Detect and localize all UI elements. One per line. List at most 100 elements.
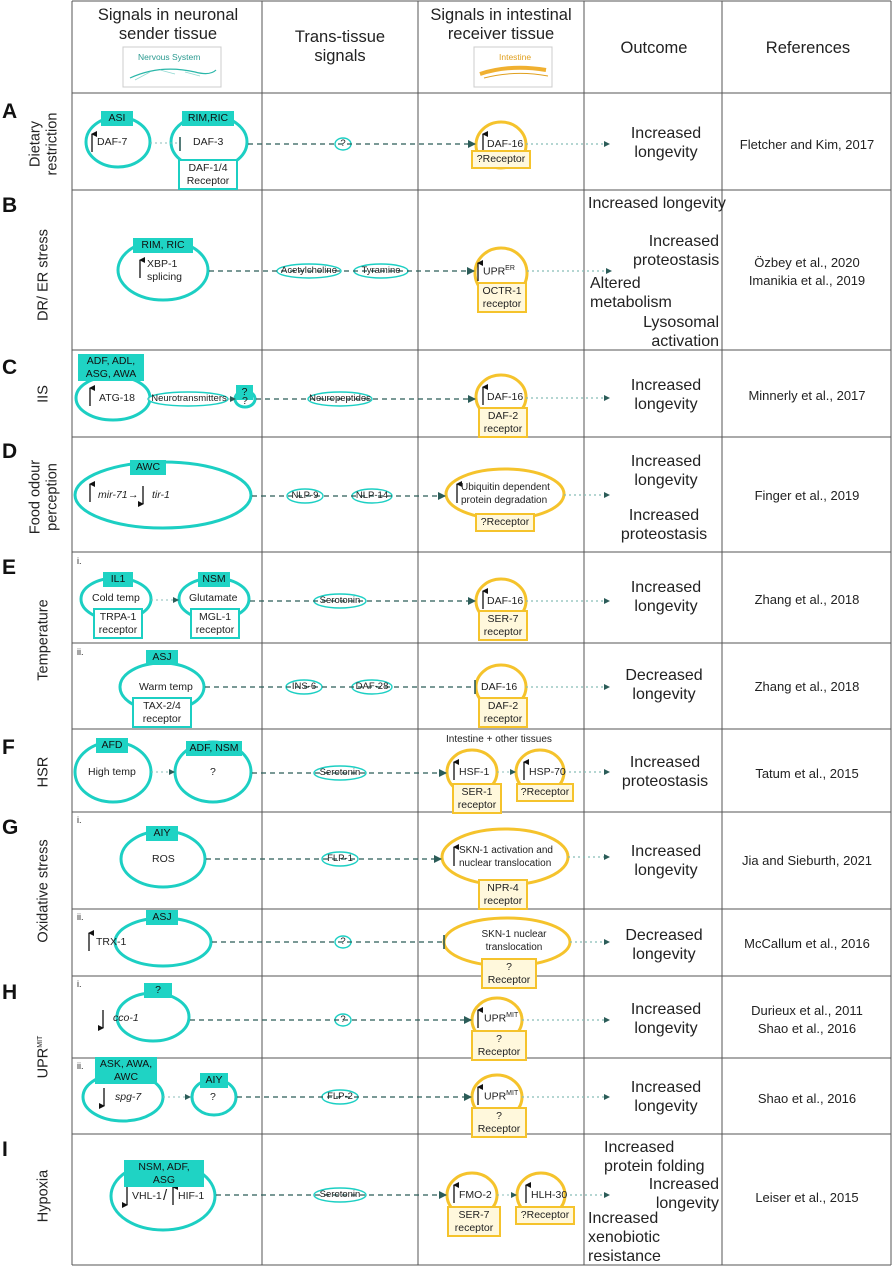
signal-label: DAF-3 xyxy=(193,136,224,148)
intestine-icon xyxy=(473,46,553,88)
signal-label: High temp xyxy=(88,766,136,778)
category-iis: IIS xyxy=(35,385,52,403)
intestinal-receptor-box: DAF-2 receptor xyxy=(478,697,528,729)
signal-label: ROS xyxy=(152,853,175,865)
intestinal-receptor-box: ?Receptor xyxy=(515,1206,575,1225)
signal-label: tir-1 xyxy=(152,489,170,501)
outcome-text: Increased longevity xyxy=(630,377,702,414)
trans-signal: DAF-28 xyxy=(355,681,389,692)
neuron-label: NSM, ADF, ASG xyxy=(124,1160,204,1188)
subrow-tag: i. xyxy=(77,556,82,566)
signal-label: XBP-1 splicing xyxy=(147,258,183,284)
reference: Minnerly et al., 2017 xyxy=(748,388,866,403)
target-label: HSP-70 xyxy=(529,766,566,778)
trans-signal: Acetylcholine xyxy=(281,265,337,276)
neuron-label: ADF, NSM xyxy=(186,741,242,756)
subrow-tag: ii. xyxy=(77,1061,84,1071)
trans-signal: FLP-1 xyxy=(327,853,353,864)
nervous-system-icon xyxy=(122,46,222,88)
target-label: DAF-16 xyxy=(481,681,518,693)
outcome-text: Increased longevity xyxy=(630,453,702,490)
trans-signal: NLP-9 xyxy=(291,490,319,501)
tissue-note: Intestine + other tissues xyxy=(446,734,552,745)
target-label: HLH-30 xyxy=(531,1189,568,1201)
trans-signal: ? xyxy=(340,1014,346,1025)
section-letter-i: I xyxy=(2,1138,8,1161)
trans-signal: Serotonin xyxy=(319,595,361,606)
trans-signal: FLP-2 xyxy=(327,1091,353,1102)
neuron-label: AFD xyxy=(96,738,128,753)
category-food-odour: Food odour perception xyxy=(27,459,60,535)
outcome-text: Increased protein folding xyxy=(604,1139,705,1176)
category-hypoxia: Hypoxia xyxy=(35,1169,52,1223)
intestinal-receptor-box: ?Receptor xyxy=(471,1030,527,1062)
header-references: References xyxy=(765,39,851,57)
target-label: FMO-2 xyxy=(459,1189,492,1201)
intestinal-receptor-box: ?Receptor xyxy=(475,513,535,532)
signal-label: ? xyxy=(210,1091,216,1103)
intestine-icon-label: Intestine xyxy=(499,52,532,62)
trans-signal: NLP-14 xyxy=(355,490,389,501)
target-label: SKN-1 activation and nuclear translocati… xyxy=(459,845,553,869)
signal-label: ? xyxy=(242,395,248,407)
target-label: DAF-16 xyxy=(487,138,524,150)
reference: Leiser et al., 2015 xyxy=(755,1190,859,1205)
neuron-label: AWC xyxy=(130,460,166,475)
category-temperature: Temperature xyxy=(35,599,52,681)
reference: Jia and Sieburth, 2021 xyxy=(741,853,873,868)
reference: Zhang et al., 2018 xyxy=(754,679,860,694)
trans-signal: INS-6 xyxy=(291,681,317,692)
target-label: UPRMIT xyxy=(484,1012,519,1025)
target-label: Ubiquitin dependent protein degradation xyxy=(461,482,550,506)
target-label: HSF-1 xyxy=(459,766,490,778)
target-label: UPRER xyxy=(483,265,515,278)
category-upr-mit: UPRMIT xyxy=(35,1035,52,1079)
outcome-text: Decreased longevity xyxy=(625,927,703,964)
intestinal-receptor-box: ?Receptor xyxy=(471,150,531,169)
neuron-label: ADF, ADL, ASG, AWA xyxy=(78,354,144,382)
outcome-text: Increased longevity xyxy=(630,843,702,880)
outcome-text: Increased xenobiotic resistance xyxy=(588,1210,661,1266)
outcome-text: Increased proteostasis xyxy=(620,507,708,544)
neuron-label: ? xyxy=(144,983,172,998)
subrow-tag: i. xyxy=(77,815,82,825)
section-letter-f: F xyxy=(2,736,15,759)
intestinal-receptor-box: DAF-2 receptor xyxy=(478,407,528,439)
intestinal-receptor-box: NPR-4 receptor xyxy=(478,879,528,911)
category-oxidative-stress: Oxidative stress xyxy=(35,839,52,943)
outcome-text: Increased longevity xyxy=(648,1176,719,1213)
neuron-label: IL1 xyxy=(103,572,133,587)
neuron-label: ASJ xyxy=(146,650,178,665)
signal-label: Cold temp xyxy=(92,592,140,604)
trans-signal: Tyramine xyxy=(361,265,401,276)
neuron-receptor-box: MGL-1 receptor xyxy=(190,608,240,640)
subrow-tag: i. xyxy=(77,979,82,989)
outcome-text: Increased proteostasis xyxy=(621,754,709,791)
trans-signal: ? xyxy=(340,936,346,947)
outcome-text: Increased longevity xyxy=(630,579,702,616)
neuron-label: RIM, RIC xyxy=(133,238,193,253)
signal-label: HIF-1 xyxy=(178,1190,205,1202)
trans-signal: Neuropeptides xyxy=(309,393,371,404)
signal-label: spg-7 xyxy=(115,1091,142,1103)
section-letter-d: D xyxy=(2,440,18,463)
neuron-receptor-box: TAX-2/4 receptor xyxy=(132,697,192,729)
neuron-label: ASK, AWA, AWC xyxy=(95,1057,157,1085)
trans-signal: Serotonin xyxy=(319,1189,361,1200)
outcome-text: Increased proteostasis xyxy=(633,233,720,270)
neuron-label: AIY xyxy=(200,1073,228,1088)
neuron-receptor-box: TRPA-1 receptor xyxy=(93,608,143,640)
target-label: SKN-1 nuclear translocation xyxy=(481,929,547,953)
section-letter-a: A xyxy=(2,100,18,123)
signal-label: cco-1 xyxy=(113,1012,139,1024)
target-label: UPRMIT xyxy=(484,1090,519,1103)
separator: / xyxy=(163,1187,168,1204)
subrow-tag: ii. xyxy=(77,647,84,657)
subrow-tag: ii. xyxy=(77,912,84,922)
neuron-label: NSM xyxy=(198,572,230,587)
header-outcome: Outcome xyxy=(620,39,688,57)
intestinal-receptor-box: OCTR-1 receptor xyxy=(477,282,527,314)
outcome-text: Increased longevity xyxy=(588,195,726,212)
signal-label: TRX-1 xyxy=(96,936,127,948)
